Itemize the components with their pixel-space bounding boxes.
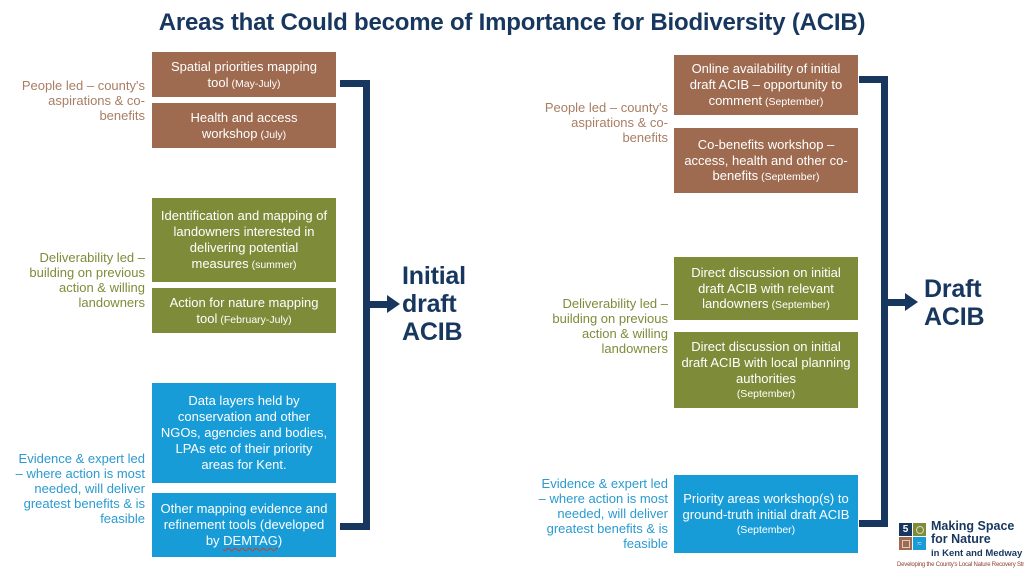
box-text: Health and access workshop [190,109,298,141]
group-label-evidence-led-stage1: Evidence & expert led – where action is … [15,451,145,527]
activity-box-online-availability: Online availability of initial draft ACI… [674,55,858,115]
arrow-shaft-stage2 [888,299,905,306]
group-label-people-led-stage2: People led – county's aspirations & co-b… [544,100,668,146]
activity-box-cobenefits-workshop: Co-benefits workshop – access, health an… [674,128,858,193]
activity-box-health-access-workshop: Health and access workshop(July) [152,103,336,148]
box-date: (September) [761,171,820,184]
brown-square-icon [899,537,912,550]
activity-box-landowner-identification: Identification and mapping of landowners… [152,198,336,282]
box-date: (summer) [251,258,297,271]
box-text: Online availability of initial draft ACI… [689,61,843,108]
box-text: Data layers held by conservation and oth… [160,393,328,472]
making-space-for-nature-logo: 5 ≈ [899,523,926,550]
activity-box-action-for-nature-tool: Action for nature mapping tool(February-… [152,288,336,333]
activity-box-discussion-planning-authorities: Direct discussion on initial draft ACIB … [674,332,858,408]
group-label-people-led-stage1: People led – county's aspirations & co-b… [21,78,145,124]
box-text: Action for nature mapping tool [169,294,319,326]
arrow-head-icon-stage1 [387,295,400,313]
box-date: (September) [771,299,830,312]
box-date: (September) [765,95,824,108]
logo-wordmark: Making Space for Nature in Kent and Medw… [931,519,1023,560]
activity-box-discussion-landowners: Direct discussion on initial draft ACIB … [674,257,858,320]
box-text: Direct discussion on initial draft ACIB … [691,264,841,312]
logo-line3: in Kent and Medway [931,548,1023,560]
box-text: Priority areas workshop(s) to ground-tru… [682,491,850,523]
bracket-vertical-stage1 [363,80,370,530]
box-date: (February-July) [220,313,292,326]
bracket-bottom-stub-stage2 [859,520,888,527]
green-ring-icon [913,523,926,536]
outcome-initial-draft-acib: Initial draft ACIB [402,262,466,346]
flagged-word: DEMTAG [223,532,278,548]
box-text-after: ) [277,532,283,548]
activity-box-data-layers: Data layers held by conservation and oth… [152,383,336,483]
outcome-draft-acib: Draft ACIB [924,275,985,331]
box-date: (September) [736,387,796,400]
group-label-deliverability-led-stage2: Deliverability led – building on previou… [552,296,668,357]
box-date: (May-July) [231,77,281,90]
group-label-evidence-led-stage2: Evidence & expert led – where action is … [538,476,668,552]
activity-box-spatial-priorities: Spatial priorities mapping tool(May-July… [152,52,336,97]
bracket-top-stub-stage1 [340,80,370,87]
box-text: Co-benefits workshop – access, health an… [684,136,848,184]
logo-tagline: Developing the County's Local Nature Rec… [897,562,1024,568]
box-text: Direct discussion on initial draft ACIB … [681,339,851,387]
logo-line1: Making Space [931,519,1015,533]
group-label-deliverability-led-stage1: Deliverability led – building on previou… [29,250,145,311]
arrow-head-icon-stage2 [905,293,918,311]
activity-box-other-mapping-evidence: Other mapping evidence and refinement to… [152,493,336,557]
box-date: (July) [260,128,287,141]
blue-wave-icon: ≈ [913,537,926,550]
box-text: Identification and mapping of landowners… [160,208,328,271]
box-date: (September) [736,523,796,536]
bracket-vertical-stage2 [881,76,888,527]
bracket-top-stub-stage2 [859,76,888,83]
page-title: Areas that Could become of Importance fo… [158,9,866,36]
logo-line2: for Nature [931,532,991,547]
bracket-bottom-stub-stage1 [340,523,370,530]
navy-5-icon: 5 [899,523,912,536]
box-text: Spatial priorities mapping tool [171,58,317,90]
box-text-before: Other mapping evidence and refinement to… [160,501,328,548]
arrow-shaft-stage1 [370,301,387,308]
activity-box-priority-areas-workshop: Priority areas workshop(s) to ground-tru… [674,475,858,553]
